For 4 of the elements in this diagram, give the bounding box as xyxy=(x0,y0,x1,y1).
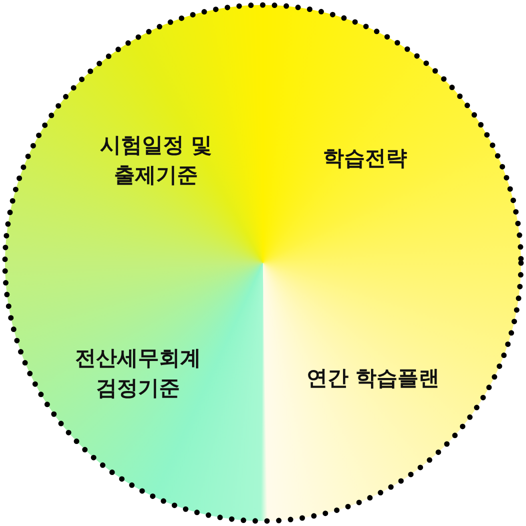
sector-label: 시험일정 및 출제기준 xyxy=(98,132,214,189)
sector-label: 연간 학습플랜 xyxy=(305,365,441,392)
sector-label: 전산세무회계 검정기준 xyxy=(74,345,202,402)
sector-label: 학습전략 xyxy=(322,145,408,172)
